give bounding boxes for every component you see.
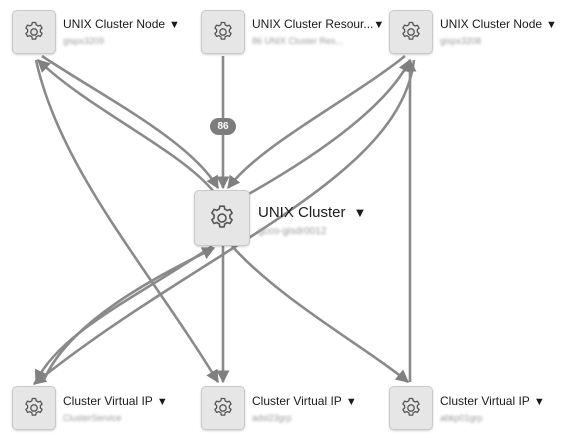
node-title-text: Cluster Virtual IP xyxy=(252,394,342,408)
node-subtitle: adsl23grp xyxy=(252,413,292,423)
dropdown-caret-icon[interactable]: ▼ xyxy=(533,396,545,408)
edge-cluster-to-node-left xyxy=(37,59,216,193)
node-title-text: Cluster Virtual IP xyxy=(440,394,530,408)
node-title[interactable]: Cluster Virtual IP▼ xyxy=(440,394,545,408)
node-title[interactable]: UNIX Cluster ▼ xyxy=(258,204,366,221)
edge-node-left-to-vip-middle xyxy=(34,59,220,384)
node-icon-box[interactable] xyxy=(389,386,433,430)
dropdown-caret-icon[interactable]: ▼ xyxy=(169,19,180,31)
node-title-text: UNIX Cluster xyxy=(258,204,346,221)
edge-cluster-to-node-right xyxy=(237,58,412,202)
node-title[interactable]: Cluster Virtual IP▼ xyxy=(252,394,357,408)
edge-node-right-to-cluster xyxy=(226,54,406,190)
node-title-text: UNIX Cluster Node xyxy=(63,17,166,31)
node-subtitle: 86 UNIX Cluster Res... xyxy=(252,36,344,46)
node-icon-box[interactable] xyxy=(201,386,245,430)
node-title[interactable]: UNIX Cluster Node▼ xyxy=(440,17,557,31)
edge-node-right-to-vip-left xyxy=(32,59,416,386)
gear-icon xyxy=(214,397,232,416)
edge-count-badge[interactable]: 86 xyxy=(210,118,236,135)
gear-icon xyxy=(402,397,420,416)
node-title[interactable]: Cluster Virtual IP▼ xyxy=(63,394,168,408)
edge-vip-left-to-cluster xyxy=(42,246,216,381)
dropdown-caret-icon[interactable]: ▼ xyxy=(156,396,168,408)
dropdown-caret-icon[interactable]: ▼ xyxy=(353,205,367,220)
node-title[interactable]: UNIX Cluster Resour...▼ xyxy=(252,17,384,31)
node-icon-box[interactable] xyxy=(389,10,433,54)
node-icon-box[interactable] xyxy=(12,386,56,430)
node-icon-box[interactable] xyxy=(12,10,56,54)
gear-icon xyxy=(211,205,233,228)
dropdown-caret-icon[interactable]: ▼ xyxy=(546,19,557,31)
node-icon-box[interactable] xyxy=(201,10,245,54)
gear-icon xyxy=(25,397,43,416)
edge-cluster-to-vip-right xyxy=(231,245,409,383)
node-subtitle: abkp01grp xyxy=(440,413,483,423)
node-subtitle: gispx3209 xyxy=(63,36,105,46)
edge-node-left-to-cluster xyxy=(41,54,220,190)
gear-icon xyxy=(402,21,420,40)
gear-icon xyxy=(25,21,43,40)
dropdown-caret-icon[interactable]: ▼ xyxy=(373,19,385,31)
node-subtitle: gispx3208 xyxy=(440,36,482,46)
node-title-text: Cluster Virtual IP xyxy=(63,394,153,408)
node-title[interactable]: UNIX Cluster Node▼ xyxy=(63,17,180,31)
gear-icon xyxy=(214,21,232,40)
node-title-text: UNIX Cluster Node xyxy=(440,17,543,31)
dropdown-caret-icon[interactable]: ▼ xyxy=(345,396,357,408)
node-subtitle: ClusterService xyxy=(63,413,122,423)
node-title-text: UNIX Cluster Resour... xyxy=(252,17,374,31)
node-icon-box[interactable] xyxy=(194,190,250,246)
node-subtitle: gcco-gisdr0012 xyxy=(258,226,327,237)
